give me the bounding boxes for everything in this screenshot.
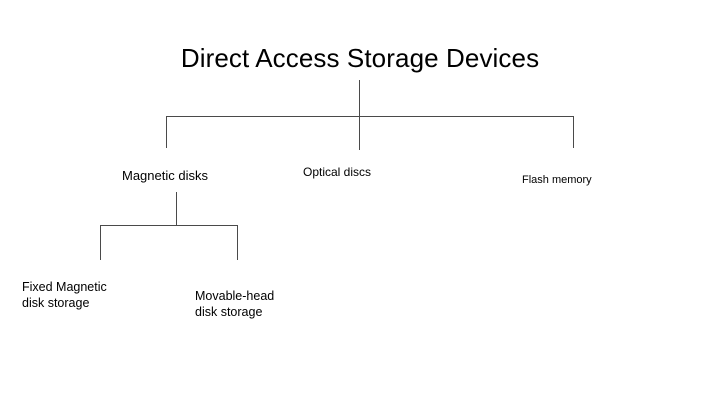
diagram-title: Direct Access Storage Devices: [180, 43, 540, 73]
node-movable-head-disk-storage: Movable-head disk storage: [195, 288, 274, 320]
level2-connector-bar: [100, 225, 238, 226]
node-movable-head-line1: Movable-head: [195, 289, 275, 303]
node-fixed-magnetic-line1: Fixed Magnetic: [22, 280, 107, 294]
node-optical-discs: Optical discs: [303, 165, 372, 179]
level1-drop-line-magnetic-disks: [166, 116, 167, 148]
level2-drop-line-fixed-magnetic: [100, 225, 101, 260]
node-fixed-magnetic-disk-storage: Fixed Magnetic disk storage: [22, 279, 107, 311]
root-stem-line: [359, 80, 360, 150]
level2-stem-line: [176, 192, 177, 225]
level1-connector-bar: [166, 116, 574, 117]
node-fixed-magnetic-line2: disk storage: [22, 296, 90, 310]
level1-drop-line-flash-memory: [573, 116, 574, 148]
level2-drop-line-movable-head: [237, 225, 238, 260]
node-magnetic-disks: Magnetic disks: [122, 168, 208, 183]
node-flash-memory: Flash memory: [522, 174, 592, 186]
node-movable-head-line2: disk storage: [195, 305, 263, 319]
